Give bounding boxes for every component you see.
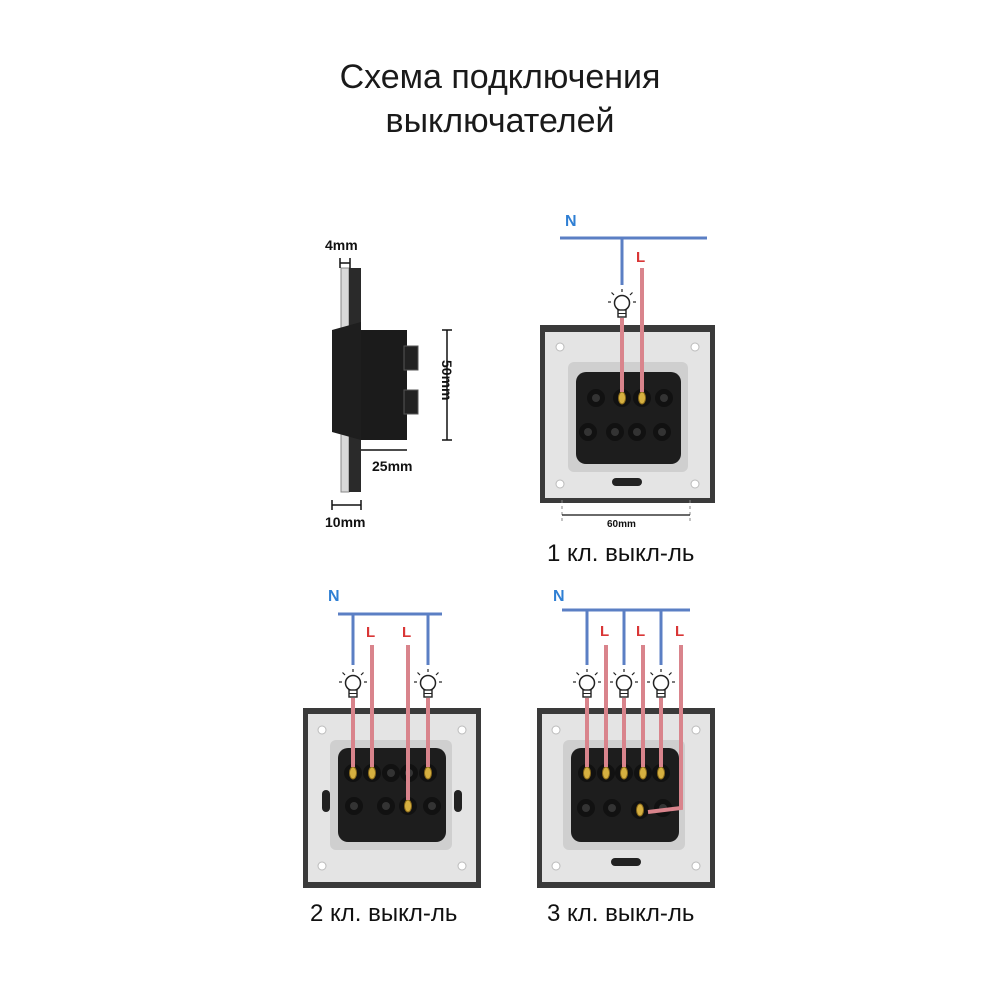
side-view-height-dimension: 50mm <box>439 360 455 401</box>
switch-1-neutral-label: N <box>565 213 577 230</box>
switch-1-live-label: L <box>636 249 645 266</box>
side-view-depth-dimension: 25mm <box>372 458 413 474</box>
switch-2-live-label-2: L <box>402 624 411 641</box>
switch-2-caption: 2 кл. выкл-ль <box>310 900 458 927</box>
page-title-line-1: Схема подключения <box>339 58 661 96</box>
page-title-line-2: выключателей <box>385 102 615 140</box>
switch-1-width-dimension: 60mm <box>607 519 636 530</box>
side-view <box>331 258 452 510</box>
switch-2-live-label-1: L <box>366 624 375 641</box>
switch-1-caption: 1 кл. выкл-ль <box>547 540 695 567</box>
switch-3-live-label-3: L <box>675 623 684 640</box>
switch-3-diagram <box>537 608 715 888</box>
switch-2-neutral-label: N <box>328 588 340 605</box>
switch-3-neutral-label: N <box>553 588 565 605</box>
switch-1-diagram <box>540 236 715 522</box>
switch-2-diagram <box>303 612 481 888</box>
switch-3-live-label-1: L <box>600 623 609 640</box>
side-view-top-dimension: 4mm <box>325 237 358 253</box>
switch-3-caption: 3 кл. выкл-ль <box>547 900 695 927</box>
switch-3-live-label-2: L <box>636 623 645 640</box>
side-view-bottom-dimension: 10mm <box>325 514 366 530</box>
